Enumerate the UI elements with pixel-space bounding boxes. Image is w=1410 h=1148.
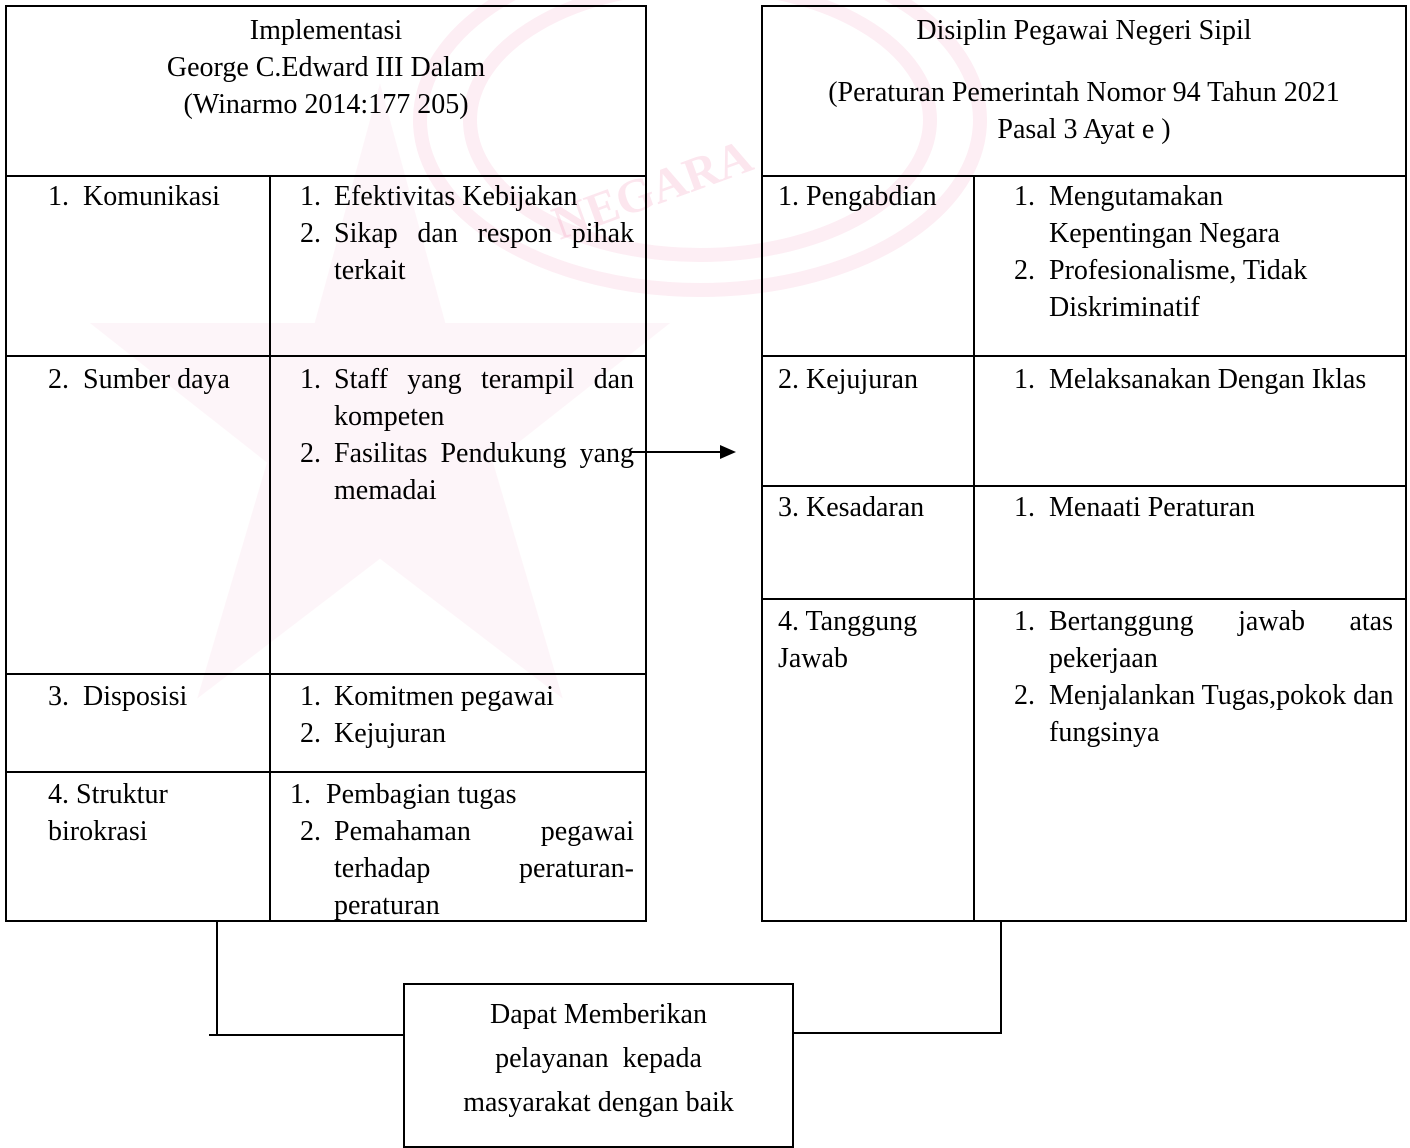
indicator-number: 1. bbox=[300, 364, 321, 395]
indicator-menaati: Menaati Peraturan bbox=[1049, 492, 1256, 523]
dimension-struktur-birokrasi: 4. Struktur birokrasi bbox=[48, 779, 168, 847]
indicator-number: 2. bbox=[300, 816, 321, 847]
dimension-kejujuran: 2. Kejujuran bbox=[778, 364, 918, 395]
indicator-sikap-respon: Sikap dan respon pihak terkait bbox=[334, 218, 634, 286]
indicator-pembagian-tugas: Pembagian tugas bbox=[326, 779, 517, 810]
indicator-number: 2. bbox=[300, 218, 321, 249]
right-table-title-line-3: Pasal 3 Ayat e ) bbox=[997, 114, 1171, 145]
right-connector-vertical bbox=[1000, 922, 1002, 1034]
dimension-disposisi: 3. Disposisi bbox=[48, 681, 188, 712]
result-line-2: pelayanan kepada bbox=[495, 1043, 702, 1074]
right-table-column-divider bbox=[973, 175, 975, 922]
dimension-sumber-daya: 2. Sumber daya bbox=[48, 364, 230, 395]
left-table-title-line-1: Implementasi bbox=[249, 15, 403, 46]
indicator-number: 1. bbox=[1014, 364, 1035, 395]
right-table-title-line-2: (Peraturan Pemerintah Nomor 94 Tahun 202… bbox=[828, 77, 1340, 108]
left-table-row-divider bbox=[5, 673, 647, 675]
right-table-row-divider bbox=[761, 598, 1407, 600]
right-table-body bbox=[761, 175, 1407, 922]
result-line-1: Dapat Memberikan bbox=[490, 999, 707, 1030]
left-table-row-divider bbox=[5, 355, 647, 357]
indicator-number: 2. bbox=[1014, 255, 1035, 286]
indicator-bertanggung-jawab: Bertanggung jawab atas pekerjaan bbox=[1049, 606, 1393, 674]
dimension-komunikasi: 1. Komunikasi bbox=[48, 181, 220, 212]
indicator-number: 1. bbox=[1014, 181, 1035, 212]
indicator-staff: Staff yang terampil dan kompeten bbox=[334, 364, 634, 432]
indicator-profesionalisme: Profesionalisme, Tidak Diskriminatif bbox=[1049, 255, 1308, 323]
right-table-title-line-1: Disiplin Pegawai Negeri Sipil bbox=[916, 15, 1252, 46]
left-table-title-line-3: (Winarmo 2014:177 205) bbox=[183, 89, 469, 120]
indicator-mengutamakan: Mengutamakan Kepentingan Negara bbox=[1049, 181, 1280, 249]
left-table-column-divider bbox=[269, 175, 271, 922]
indicator-number: 1. bbox=[300, 681, 321, 712]
indicator-number: 2. bbox=[1014, 680, 1035, 711]
indicator-pemahaman: Pemahaman pegawai terhadap peraturan-per… bbox=[334, 816, 634, 921]
result-line-3: masyarakat dengan baik bbox=[463, 1087, 734, 1118]
indicator-number: 2. bbox=[300, 438, 321, 469]
left-table-row-divider bbox=[5, 771, 647, 773]
indicator-kejujuran: Kejujuran bbox=[334, 718, 446, 749]
dimension-kesadaran: 3. Kesadaran bbox=[778, 492, 925, 523]
indicator-menjalankan-tugas: Menjalankan Tugas,pokok dan fungsinya bbox=[1049, 680, 1394, 748]
indicator-number: 1. bbox=[300, 181, 321, 212]
indicator-melaksanakan: Melaksanakan Dengan Iklas bbox=[1049, 364, 1367, 395]
dimension-tanggung-jawab: 4. Tanggung Jawab bbox=[778, 606, 918, 674]
dimension-pengabdian: 1. Pengabdian bbox=[778, 181, 937, 212]
arrow-connector bbox=[630, 445, 736, 459]
indicator-komitmen: Komitmen pegawai bbox=[334, 681, 555, 712]
left-connector-horizontal bbox=[209, 1034, 405, 1036]
left-table-body bbox=[5, 175, 647, 922]
left-table-title-line-2: George C.Edward III Dalam bbox=[166, 52, 486, 83]
right-table-row-divider bbox=[761, 355, 1407, 357]
left-connector-vertical bbox=[216, 922, 218, 1036]
indicator-number: 1. bbox=[1014, 606, 1035, 637]
right-table-row-divider bbox=[761, 485, 1407, 487]
indicator-number: 1. bbox=[290, 779, 311, 810]
indicator-efektivitas: Efektivitas Kebijakan bbox=[334, 181, 578, 212]
indicator-number: 1. bbox=[1014, 492, 1035, 523]
indicator-number: 2. bbox=[300, 718, 321, 749]
right-connector-horizontal bbox=[792, 1032, 1002, 1034]
indicator-fasilitas: Fasilitas Pendukung yang memadai bbox=[334, 438, 634, 506]
